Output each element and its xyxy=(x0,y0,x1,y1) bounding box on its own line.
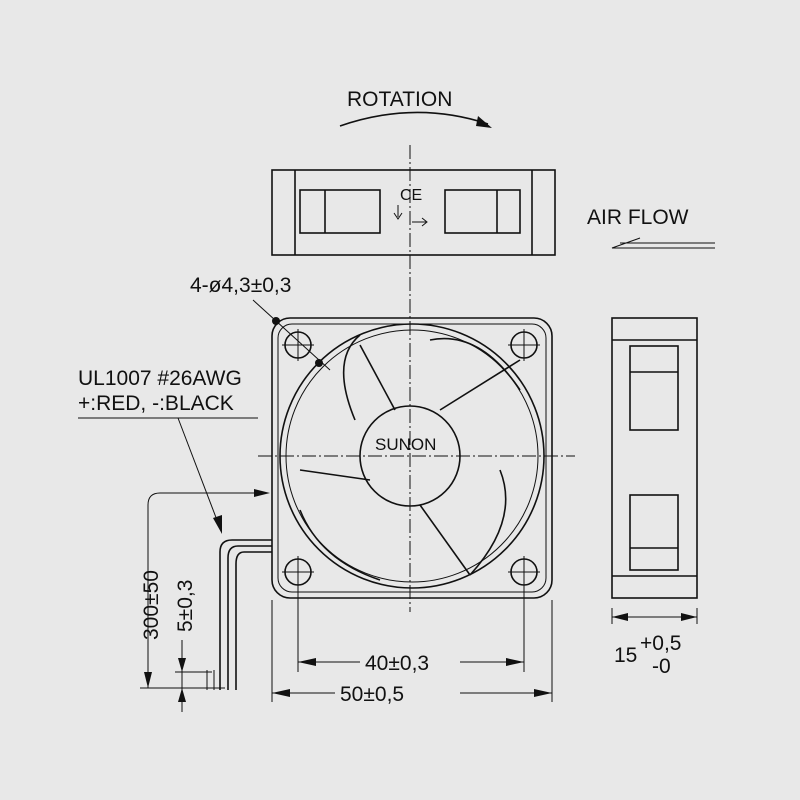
rotation-label: ROTATION xyxy=(347,88,452,111)
hole-leader-line xyxy=(252,299,331,371)
wire-leader-line xyxy=(177,417,221,529)
fan-cable xyxy=(219,539,272,690)
cable-length-label: 300±50 xyxy=(140,570,163,640)
wire-spec-label: UL1007 #26AWG xyxy=(78,367,242,390)
wire-colors-label: +:RED, -:BLACK xyxy=(78,392,234,415)
rotation-arrow xyxy=(339,111,489,127)
front-view: SUNON xyxy=(271,317,553,599)
air-flow-arrow-icon xyxy=(611,237,715,249)
hole-pitch-label: 40±0,3 xyxy=(365,652,429,675)
mounting-holes xyxy=(282,329,540,588)
brand-label: SUNON xyxy=(375,435,436,454)
flow-direction-icon xyxy=(393,205,428,227)
side-view xyxy=(611,317,698,599)
air-flow-label: AIR FLOW xyxy=(587,206,689,229)
depth-tol-minus-label: -0 xyxy=(652,655,671,678)
frame-size-label: 50±0,5 xyxy=(340,683,404,706)
depth-tol-plus-label: +0,5 xyxy=(640,632,681,655)
depth-label: 15 xyxy=(614,644,637,667)
rotation-arrowhead-icon xyxy=(476,116,492,128)
hole-spec-label: 4-ø4,3±0,3 xyxy=(190,274,291,297)
ce-mark: CE xyxy=(400,187,422,204)
top-view: CE xyxy=(271,169,556,256)
strip-length-label: 5±0,3 xyxy=(174,580,197,632)
